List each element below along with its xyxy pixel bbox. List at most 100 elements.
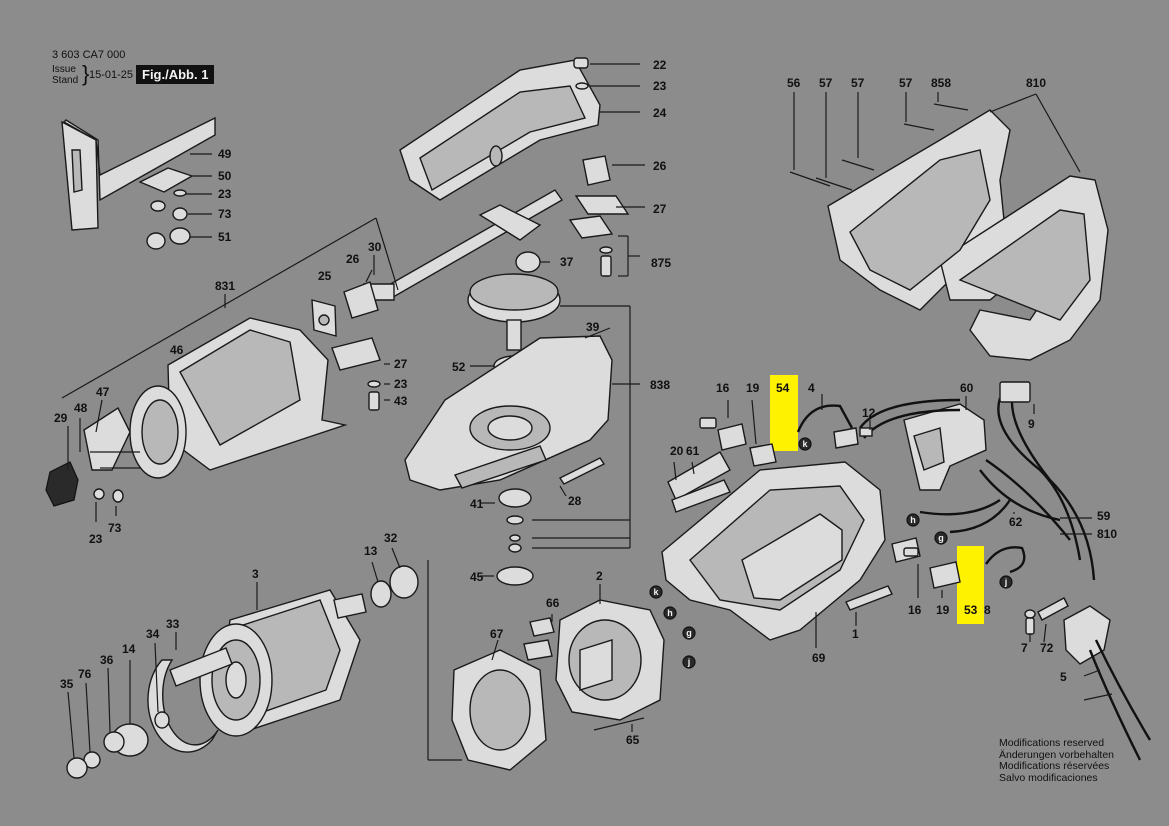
label-part: 7	[1021, 641, 1028, 655]
connector-letter: k	[653, 587, 659, 597]
label-part: 26	[346, 252, 360, 266]
label-part: 45	[470, 570, 484, 584]
label-part: 60	[960, 381, 974, 395]
issue-date: 15-01-25	[89, 69, 134, 81]
label-part: 12	[862, 406, 876, 420]
label-part: 1	[852, 627, 859, 641]
label-part: 810	[1026, 76, 1046, 90]
label-part: 37	[560, 255, 574, 269]
label-part: 73	[218, 207, 232, 221]
label-part: 54	[776, 381, 790, 395]
label-part: 48	[74, 401, 88, 415]
label-part: 34	[146, 627, 160, 641]
top-cover-group	[399, 57, 640, 201]
label-part: 26	[653, 159, 667, 173]
label-part: 16	[716, 381, 730, 395]
highlight-19-upper	[770, 375, 798, 451]
label-part: 35	[60, 677, 74, 691]
label-part: 50	[218, 169, 232, 183]
label-part: 23	[394, 377, 408, 391]
label-part: 858	[931, 76, 951, 90]
label-part: 19	[936, 603, 950, 617]
switch-wiring-group	[796, 381, 1096, 581]
label-part: 39	[586, 320, 600, 334]
stand-label: Stand	[52, 75, 79, 86]
label-part: 59	[1097, 509, 1111, 523]
label-part: 51	[218, 230, 232, 244]
connector-letter: g	[938, 533, 944, 543]
highlight-19-lower	[957, 546, 984, 624]
label-part: 47	[96, 385, 110, 399]
connector-letter: g	[686, 628, 692, 638]
label-part: 43	[394, 394, 408, 408]
bracket-838-lines	[532, 305, 640, 549]
connector-letter: j	[1004, 577, 1008, 587]
label-part: 53	[964, 603, 978, 617]
document-number: 3 603 CA7 000	[52, 49, 126, 61]
issue-stand-label: Issue Stand	[52, 64, 78, 86]
callout-831-lines	[61, 217, 399, 399]
label-part: 20	[670, 444, 684, 458]
label-part: 69	[812, 651, 826, 665]
clamp-block-parts	[311, 255, 390, 411]
label-part: 9	[1028, 417, 1035, 431]
connector-letter: h	[910, 515, 916, 525]
label-part: 29	[54, 411, 68, 425]
label-part: 25	[318, 269, 332, 283]
label-part: 27	[653, 202, 667, 216]
modifications-line: Modifications réservées	[999, 760, 1110, 772]
cord-group	[1024, 597, 1152, 761]
label-part: 52	[452, 360, 466, 374]
label-part: 4	[808, 381, 815, 395]
label-part: 14	[122, 642, 136, 656]
label-part: 67	[490, 627, 504, 641]
modifications-line: Modifications reserved	[999, 737, 1105, 749]
issue-label: Issue	[52, 64, 76, 75]
label-part: 23	[218, 187, 232, 201]
label-part: 33	[166, 617, 180, 631]
nose-housing-group	[45, 317, 348, 522]
label-part: 65	[626, 733, 640, 747]
label-part: 57	[851, 76, 865, 90]
callout-lines-left-top	[186, 153, 212, 238]
label-part: 76	[78, 667, 92, 681]
label-part: 5	[1060, 670, 1067, 684]
label-part: 57	[899, 76, 913, 90]
label-part: 875	[651, 256, 671, 270]
document-header: 3 603 CA7 000 Issue Stand } 15-01-25 Fig…	[52, 49, 242, 93]
brace-glyph: }	[82, 61, 90, 86]
label-part: 56	[787, 76, 801, 90]
label-part: 23	[653, 79, 667, 93]
modifications-line: Änderungen vorbehalten	[999, 748, 1115, 761]
label-part: 73	[108, 521, 122, 535]
connector-letter: k	[802, 439, 808, 449]
gear-bracket-parts	[515, 155, 645, 277]
label-part: 8	[984, 603, 991, 617]
connector-letter: h	[667, 608, 673, 618]
label-part: 19	[746, 381, 760, 395]
label-part: 3	[252, 567, 259, 581]
label-part: 32	[384, 531, 398, 545]
armature-group	[66, 547, 462, 779]
label-part: 41	[470, 497, 484, 511]
lower-brush-group	[891, 537, 961, 598]
label-part: 28	[568, 494, 582, 508]
label-part: 62	[1009, 515, 1023, 529]
label-part: 72	[1040, 641, 1054, 655]
figure-label: Fig./Abb. 1	[136, 65, 215, 84]
label-part: 24	[653, 106, 667, 120]
label-part: 13	[364, 544, 378, 558]
plunger-rod-group	[363, 189, 564, 301]
label-part: 22	[653, 58, 667, 72]
label-part: 810	[1097, 527, 1117, 541]
label-part: 36	[100, 653, 114, 667]
part-number-labels: 22 23 24 26 27 875 37 39 838 52 41 28 45…	[54, 58, 1117, 747]
label-part: 57	[819, 76, 833, 90]
modifications-notice: Modifications reserved Änderungen vorbeh…	[999, 737, 1115, 784]
label-part: 30	[368, 240, 382, 254]
label-part: 27	[394, 357, 408, 371]
connector-badges	[649, 437, 1013, 669]
modifications-line: Salvo modificaciones	[999, 771, 1098, 784]
